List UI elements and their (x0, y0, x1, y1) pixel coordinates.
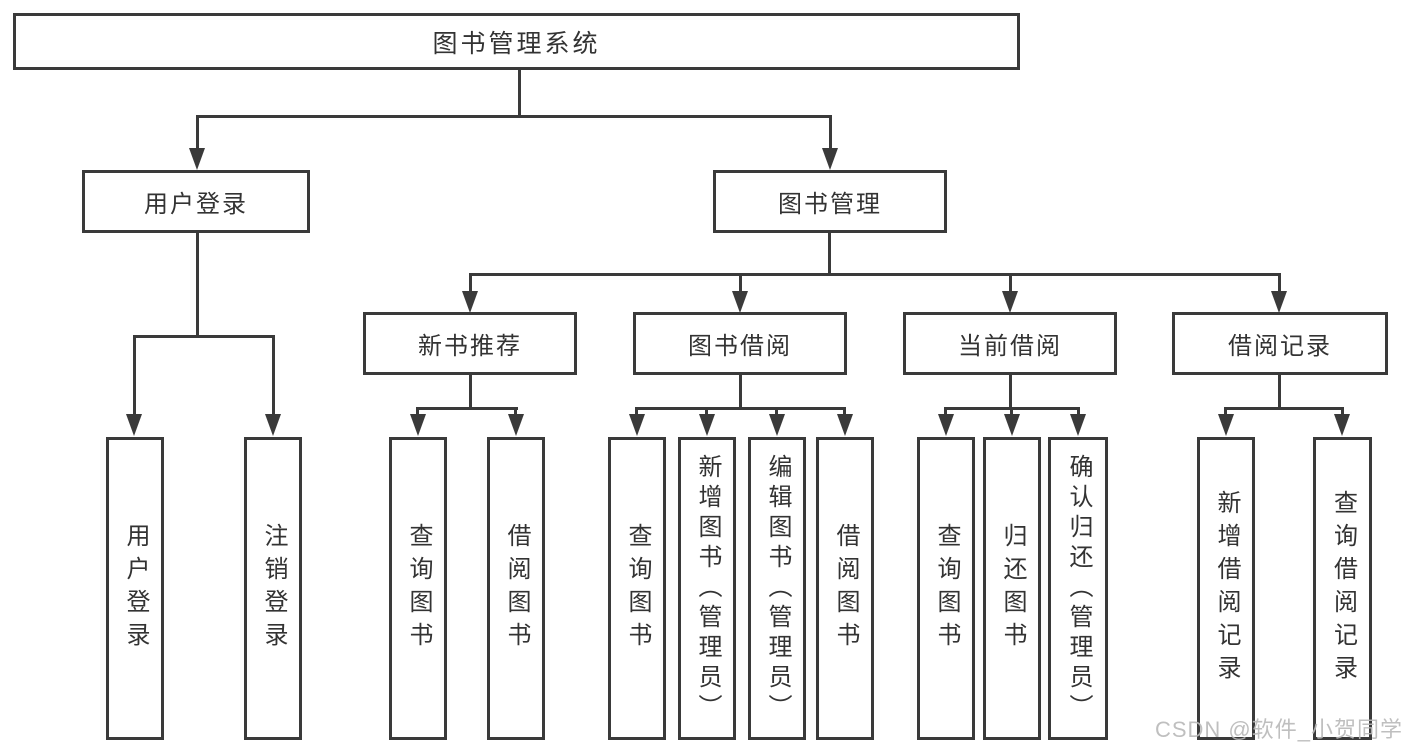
leaf-label: 查询借阅记录 (1329, 489, 1357, 688)
arrow-down-icon (837, 414, 853, 436)
connector-line (416, 407, 419, 417)
node-user-login: 用户登录 (82, 170, 310, 233)
node-logout-leaf: 注销登录 (244, 437, 302, 740)
leaf-label: 查询图书 (933, 522, 960, 655)
node-user-login-leaf: 用户登录 (106, 437, 164, 740)
connector-line (828, 233, 831, 273)
node-borrow-records: 借阅记录 (1172, 312, 1388, 375)
arrow-down-icon (938, 414, 954, 436)
connector-line (635, 407, 846, 410)
arrow-down-icon (1271, 291, 1287, 313)
connector-line (635, 407, 638, 417)
node-edit-book-admin: 编辑图书（管理员） (748, 437, 806, 740)
node-current-borrow: 当前借阅 (903, 312, 1117, 375)
connector-line (829, 115, 832, 150)
connector-line (469, 273, 472, 293)
arrow-down-icon (508, 414, 524, 436)
arrow-down-icon (189, 148, 205, 170)
arrow-down-icon (1004, 414, 1020, 436)
connector-line (196, 233, 199, 335)
connector-line (775, 407, 778, 417)
connector-line (469, 375, 472, 407)
arrow-down-icon (462, 291, 478, 313)
node-add-borrow-record: 新增借阅记录 (1197, 437, 1255, 740)
arrow-down-icon (1002, 291, 1018, 313)
connector-line (843, 407, 846, 417)
node-query-books-borrow: 查询图书 (608, 437, 666, 740)
connector-line (1077, 407, 1080, 417)
node-borrow-books-leaf: 借阅图书 (816, 437, 874, 740)
connector-line (133, 335, 275, 338)
csdn-watermark: CSDN @软件_小贺同学 (1154, 717, 1403, 742)
connector-line (416, 407, 518, 410)
node-book-borrow: 图书借阅 (633, 312, 847, 375)
leaf-label: 查询图书 (624, 522, 651, 655)
leaf-label: 借阅图书 (503, 522, 530, 655)
node-add-book-admin: 新增图书（管理员） (678, 437, 736, 740)
leaf-label: 借阅图书 (832, 522, 859, 655)
connector-line (1278, 273, 1281, 293)
connector-line (1224, 407, 1344, 410)
leaf-label: 新增借阅记录 (1213, 489, 1240, 688)
arrow-down-icon (1070, 414, 1086, 436)
connector-line (133, 335, 136, 415)
connector-line (196, 115, 832, 118)
connector-line (1224, 407, 1227, 417)
node-book-management: 图书管理 (713, 170, 947, 233)
arrow-down-icon (699, 414, 715, 436)
arrow-down-icon (1218, 414, 1234, 436)
arrow-down-icon (769, 414, 785, 436)
arrow-down-icon (410, 414, 426, 436)
node-query-books-current: 查询图书 (917, 437, 975, 740)
node-query-books-recommend: 查询图书 (389, 437, 447, 740)
connector-line (1341, 407, 1344, 417)
connector-line (469, 273, 1281, 276)
leaf-label: 编辑图书（管理员） (764, 453, 791, 724)
connector-line (1278, 375, 1281, 407)
leaf-label: 用户登录 (122, 522, 149, 655)
connector-line (739, 273, 742, 293)
arrow-down-icon (1334, 414, 1350, 436)
connector-line (705, 407, 708, 417)
connector-line (514, 407, 517, 417)
connector-line (1009, 375, 1012, 407)
node-return-books: 归还图书 (983, 437, 1041, 740)
leaf-label: 注销登录 (260, 522, 287, 655)
connector-line (1010, 407, 1013, 417)
arrow-down-icon (822, 148, 838, 170)
connector-line (518, 70, 521, 115)
node-new-book-recommend: 新书推荐 (363, 312, 577, 375)
leaf-label: 确认归还（管理员） (1065, 453, 1092, 724)
connector-line (944, 407, 947, 417)
connector-line (196, 115, 199, 150)
leaf-label: 新增图书（管理员） (694, 453, 721, 724)
connector-line (1009, 273, 1012, 293)
leaf-label: 归还图书 (999, 522, 1026, 655)
arrow-down-icon (629, 414, 645, 436)
arrow-down-icon (265, 414, 281, 436)
arrow-down-icon (732, 291, 748, 313)
node-root: 图书管理系统 (13, 13, 1020, 70)
leaf-label: 查询图书 (405, 522, 432, 655)
arrow-down-icon (126, 414, 142, 436)
connector-line (272, 335, 275, 415)
connector-line (739, 375, 742, 407)
node-query-borrow-record: 查询借阅记录 (1313, 437, 1372, 740)
node-confirm-return-admin: 确认归还（管理员） (1048, 437, 1108, 740)
node-borrow-books-recommend: 借阅图书 (487, 437, 545, 740)
